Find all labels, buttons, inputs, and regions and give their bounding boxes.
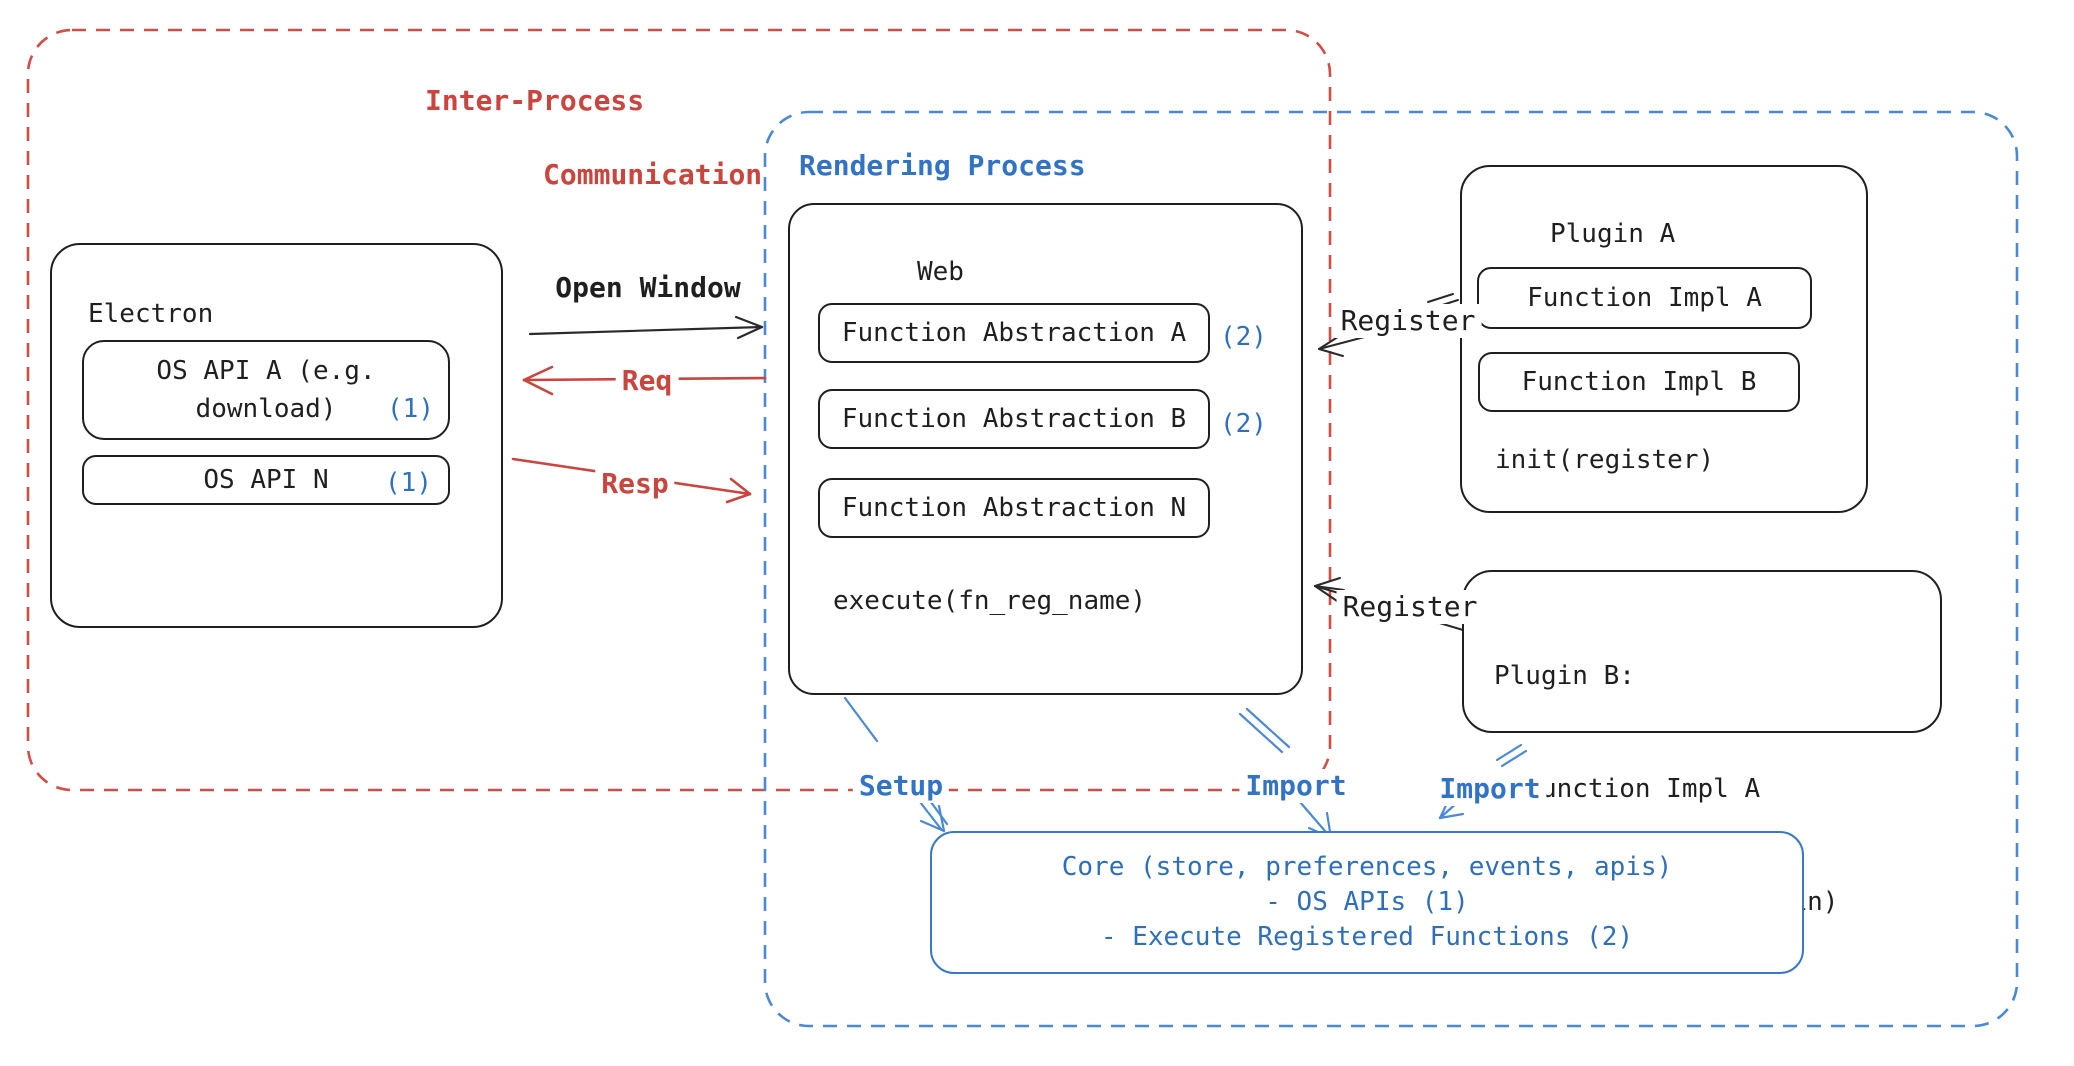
setup-label: Setup: [852, 769, 950, 803]
ipc-label-line2: Communication: [543, 158, 763, 191]
os-api-a-box: OS API A (e.g. download) (1): [82, 340, 450, 440]
function-abstraction-a-box: Function Abstraction A: [818, 303, 1210, 363]
function-impl-a-box: Function Impl A: [1477, 267, 1812, 329]
plugin-b-line1: Plugin B:: [1494, 661, 1635, 691]
import-plugin-label: Import: [1433, 772, 1547, 806]
plugin-a-title: Plugin A: [1550, 219, 1676, 249]
os-api-n-box: OS API N (1): [82, 455, 450, 505]
setup-arrow: [843, 696, 949, 833]
web-box: [788, 203, 1303, 695]
function-abstraction-b-box: Function Abstraction B: [818, 389, 1210, 449]
os-api-a-ref: (1): [387, 394, 434, 424]
os-api-n-label: OS API N: [203, 465, 329, 495]
ipc-region-label: Inter-Process Communication: [425, 82, 762, 193]
web-title: Web: [917, 257, 964, 287]
core-line2: - OS APIs (1): [1265, 887, 1469, 917]
core-line1: Core (store, preferences, events, apis): [1061, 852, 1673, 882]
function-abstraction-n-label: Function Abstraction N: [841, 493, 1187, 523]
electron-title: Electron: [88, 299, 214, 329]
function-abstraction-b-label: Function Abstraction B: [841, 404, 1187, 434]
req-label: Req: [615, 364, 679, 398]
plugin-a-box: [1460, 165, 1868, 513]
core-box: Core (store, preferences, events, apis) …: [930, 831, 1804, 974]
function-impl-b-box: Function Impl B: [1478, 352, 1800, 412]
init-register-label: init(register): [1495, 445, 1715, 475]
register-bottom-label: Register: [1336, 590, 1484, 624]
core-line3: - Execute Registered Functions (2): [1100, 922, 1634, 952]
os-api-a-line1: OS API A (e.g.: [156, 356, 376, 386]
function-abstraction-a-label: Function Abstraction A: [841, 318, 1187, 348]
function-abstraction-n-box: Function Abstraction N: [818, 478, 1210, 538]
ipc-label-line1: Inter-Process: [425, 84, 645, 117]
resp-label: Resp: [595, 467, 675, 501]
function-abstraction-b-ref: (2): [1220, 409, 1267, 439]
os-api-n-ref: (1): [385, 468, 432, 498]
open-window-label: Open Window: [555, 271, 741, 304]
rendering-region-label: Rendering Process: [799, 149, 1086, 182]
plugin-b-box: [1462, 570, 1942, 733]
import-web-label: Import: [1239, 769, 1353, 803]
os-api-a-line2: download): [195, 394, 337, 424]
execute-label: execute(fn_reg_name): [833, 586, 1147, 616]
function-impl-a-label: Function Impl A: [1527, 283, 1762, 313]
function-abstraction-a-ref: (2): [1220, 322, 1267, 352]
function-impl-b-label: Function Impl B: [1521, 367, 1757, 397]
register-top-label: Register: [1334, 304, 1482, 338]
open-window-arrow: [528, 315, 764, 340]
